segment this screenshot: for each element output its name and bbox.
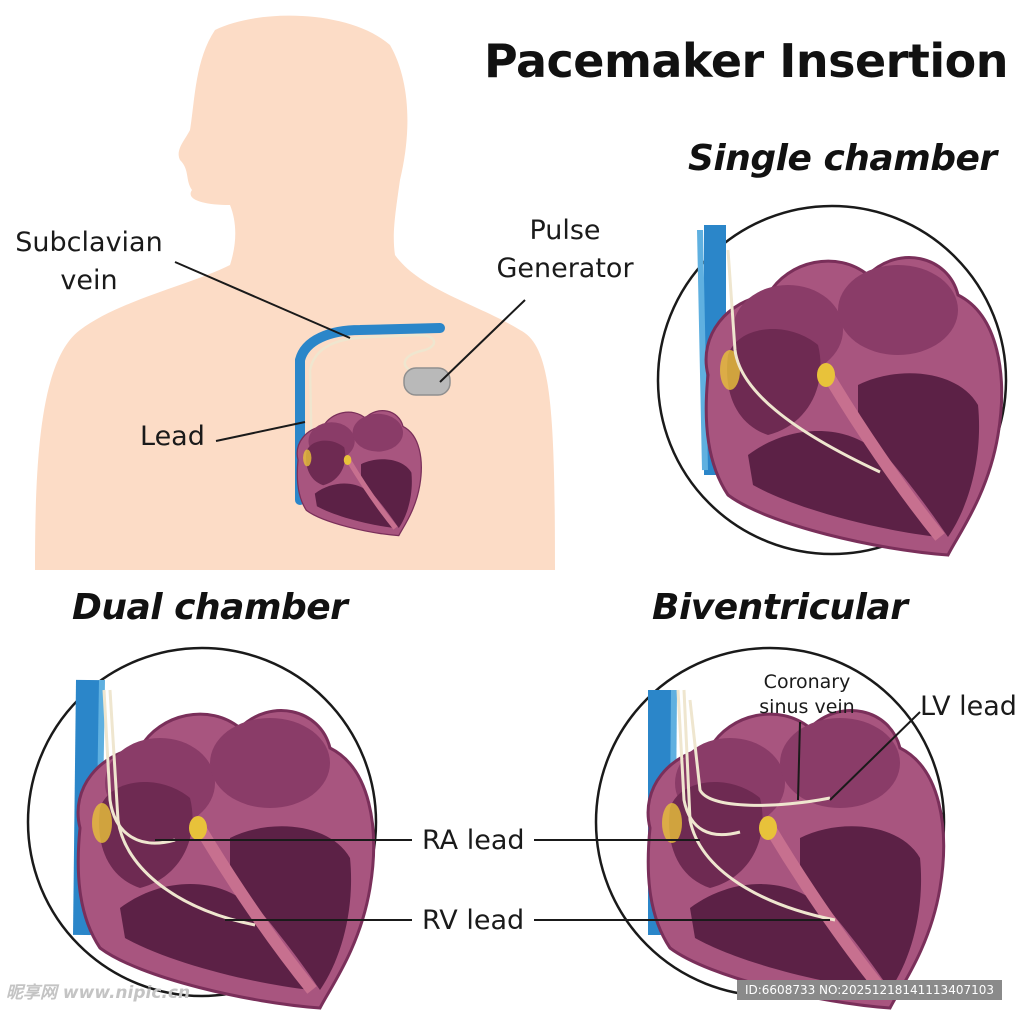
rv-lead-label: RV lead (422, 905, 525, 936)
pulse-generator-device (403, 367, 451, 396)
subclavian-label-line1: Subclavian (15, 227, 163, 258)
coronary-callout-line (797, 721, 801, 801)
single-chamber-heading: Single chamber (688, 138, 997, 179)
pulse-label-line2: Generator (496, 253, 634, 284)
dual-chamber-heading: Dual chamber (72, 587, 348, 628)
lead-callout-line (215, 421, 306, 442)
page-title: Pacemaker Insertion (484, 34, 1008, 88)
pulse-generator-label: Pulse Generator (494, 212, 636, 288)
subclavian-callout-line (174, 261, 351, 339)
single-chamber-illustration (656, 204, 1006, 555)
coronary-label-line1: Coronary (763, 671, 851, 693)
ra-lead-label: RA lead (422, 825, 525, 856)
coronary-label-line2: sinus vein (759, 696, 855, 718)
dual-chamber-illustration (26, 646, 376, 1008)
subclavian-vein-label: Subclavian vein (14, 224, 164, 300)
pulse-label-line1: Pulse (529, 215, 601, 246)
body-silhouette (35, 15, 555, 570)
biventricular-heading: Biventricular (652, 587, 908, 628)
coronary-sinus-vein-label: Coronary sinus vein (752, 670, 862, 720)
lead-label: Lead (140, 421, 205, 452)
watermark-id: ID:6608733 NO:20251218141113407103 (736, 980, 1002, 1000)
body-vein (295, 323, 445, 505)
lv-lead-callout-line (829, 711, 921, 801)
subclavian-label-line2: vein (60, 265, 118, 296)
pulse-callout-line (439, 299, 526, 383)
biventricular-illustration (594, 646, 944, 1008)
watermark-left: 昵享网 www.nipic.cn (6, 983, 191, 1003)
lv-lead-label: LV lead (920, 691, 1017, 722)
body-lead (308, 333, 436, 471)
